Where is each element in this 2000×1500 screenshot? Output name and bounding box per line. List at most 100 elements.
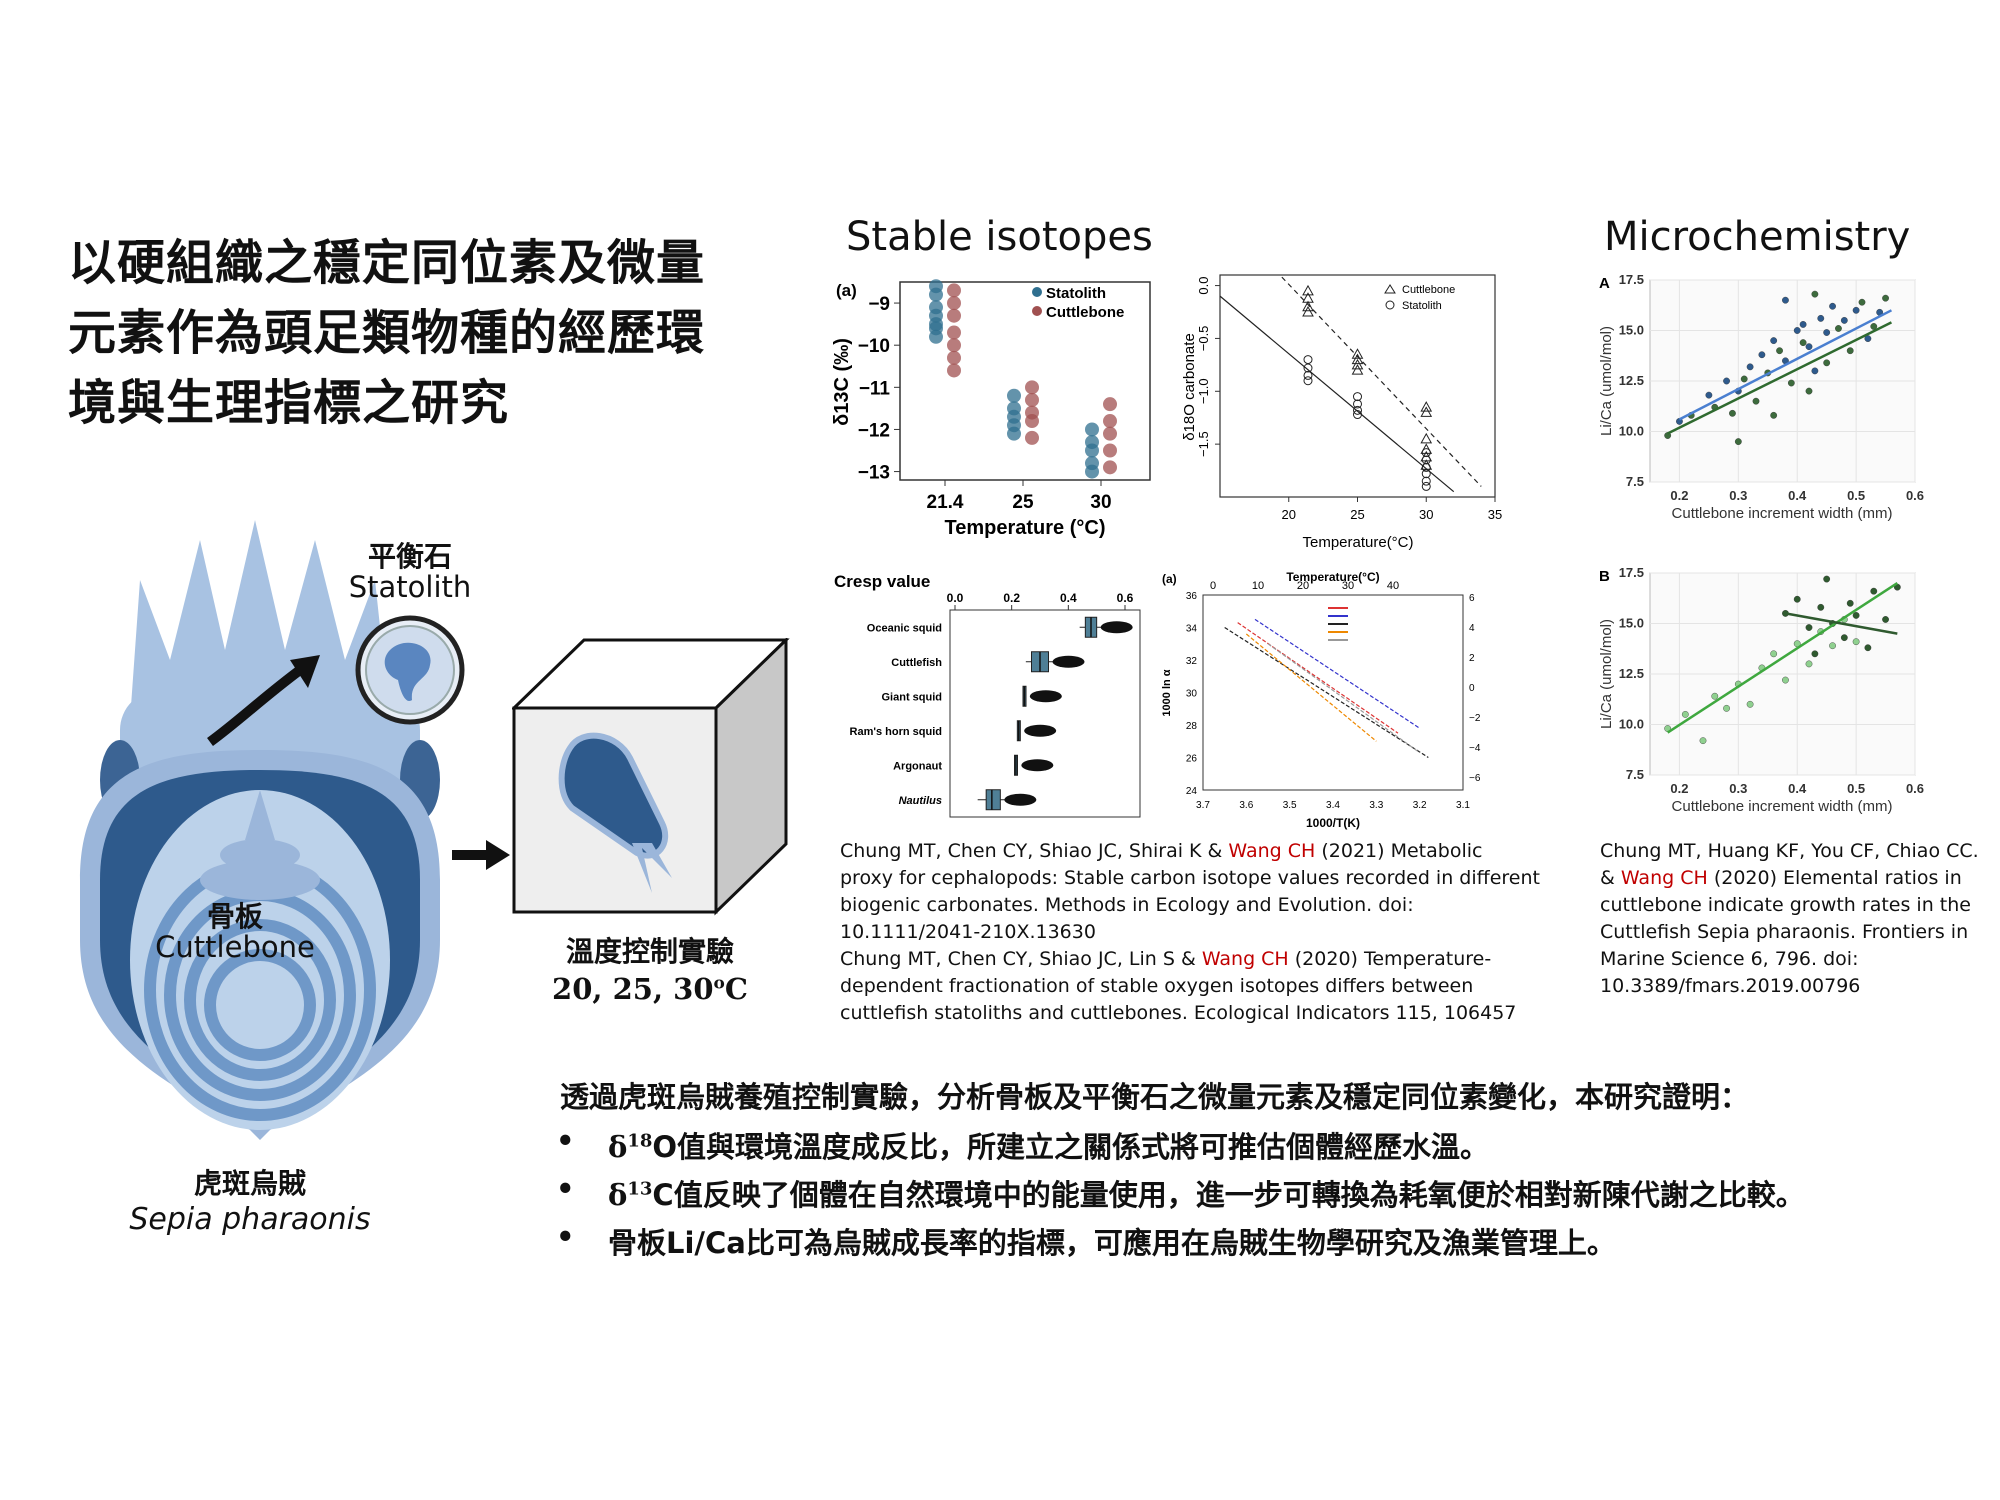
category-label: Giant squid: [882, 691, 943, 703]
x-tick-label: 0.0: [947, 591, 964, 605]
data-point: [1787, 379, 1795, 387]
x-tick-label: 0.6: [1906, 781, 1924, 796]
summary-bullet-1: •δ18O值與環境溫度成反比，所建立之關係式將可推估個體經歷水溫。: [556, 1124, 1490, 1164]
data-point: [1823, 359, 1831, 367]
right-tick-label: 2: [1469, 653, 1475, 664]
cuttlebone-label-en: Cuttlebone: [155, 930, 315, 964]
y-tick-label: 12.5: [1619, 666, 1644, 681]
data-point: [1351, 358, 1364, 370]
data-point: [1103, 443, 1117, 458]
x-axis-label: Temperature(°C): [1302, 534, 1413, 551]
y-tick-label: −12: [858, 420, 890, 441]
data-point: [1103, 414, 1117, 429]
legend-label: Statolith: [1046, 285, 1106, 302]
x-tick-label: 30: [1419, 507, 1433, 522]
data-point: [1817, 314, 1825, 322]
data-point: [1805, 387, 1813, 395]
top-tick-label: 20: [1297, 580, 1309, 592]
fit-line: [1667, 321, 1893, 435]
legend-label: Cuttlebone: [1402, 284, 1455, 296]
y-tick-label: 30: [1186, 689, 1198, 700]
data-point: [1811, 290, 1819, 298]
data-point: [1811, 650, 1819, 658]
data-point: [1085, 422, 1099, 437]
x-tick-label: 0.5: [1847, 781, 1865, 796]
data-point: [1734, 438, 1742, 446]
chart-title: Cresp value: [834, 572, 930, 591]
data-point: [1723, 377, 1730, 385]
plot-frame: [1202, 594, 1464, 791]
legend-marker: [1385, 300, 1395, 310]
data-point: [929, 287, 943, 302]
data-point: [1421, 481, 1431, 491]
x-axis-label: 1000/T(K): [1306, 816, 1360, 830]
category-label: Nautilus: [899, 795, 942, 807]
data-point: [1805, 660, 1813, 668]
y-axis-label: Li/Ca (umol/mol): [1598, 619, 1615, 729]
y-tick-label: 32: [1186, 656, 1198, 667]
y-tick-label: 10.0: [1619, 424, 1644, 439]
data-point: [1823, 329, 1831, 336]
data-point: [1776, 347, 1783, 355]
statolith-label-zh: 平衡石: [367, 540, 452, 573]
data-point: [1782, 676, 1789, 684]
x-tick-label: 25: [1350, 507, 1364, 522]
data-point: [1705, 391, 1713, 399]
cuttlefish-arms: [130, 520, 390, 720]
y-tick-label: −1.5: [1196, 431, 1211, 457]
category-label: Cuttlefish: [891, 657, 942, 669]
density-silhouette: [1052, 655, 1085, 668]
data-point: [1103, 397, 1117, 412]
y-axis-label: δ18O carbonate: [1181, 333, 1198, 441]
series-line: [1224, 626, 1429, 759]
data-point: [1420, 401, 1433, 412]
x-tick-label: 0.3: [1729, 781, 1747, 796]
fit-line: [1281, 276, 1482, 487]
right-tick-label: 6: [1469, 593, 1475, 604]
data-point: [1805, 343, 1813, 351]
statolith-arrow: [207, 666, 304, 747]
y-tick-label: 24: [1186, 786, 1198, 797]
data-point: [1882, 294, 1889, 302]
statolith-magnifier: [355, 615, 465, 725]
y-tick-label: 12.5: [1619, 373, 1644, 388]
data-point: [947, 338, 961, 353]
data-point: [947, 308, 961, 323]
data-point: [1303, 355, 1313, 365]
data-point: [1799, 339, 1807, 347]
data-point: [1421, 462, 1431, 472]
x-tick-label: 0.2: [1003, 591, 1020, 605]
data-point: [1103, 460, 1117, 475]
x-tick-label: 0.6: [1117, 591, 1134, 605]
cuttlefish-icon: [558, 732, 669, 859]
y-tick-label: 17.5: [1619, 565, 1644, 580]
data-point: [1793, 595, 1801, 603]
species-name-zh: 虎斑烏賊: [193, 1167, 306, 1200]
category-label: Oceanic squid: [867, 622, 942, 634]
y-tick-label: −1.0: [1196, 378, 1211, 404]
data-point: [1811, 367, 1819, 375]
x-tick-label: 3.7: [1196, 800, 1210, 811]
data-point: [1351, 348, 1364, 359]
data-point: [1858, 298, 1866, 306]
x-tick-label: 3.3: [1369, 800, 1383, 811]
temperature-tank-cube: [512, 638, 790, 916]
data-point: [1864, 644, 1872, 652]
x-axis-label: Cuttlebone increment width (mm): [1672, 798, 1893, 815]
data-point: [1302, 284, 1314, 296]
x-axis-label: Temperature (°C): [945, 517, 1106, 539]
data-point: [1823, 575, 1831, 583]
data-point: [1353, 399, 1362, 409]
data-point: [1303, 370, 1313, 380]
data-point: [1085, 464, 1099, 479]
page-title: 以硬組織之穩定同位素及微量 元素作為頭足類物種的經歷環 境與生理指標之研究: [68, 228, 748, 438]
x-tick-label: 3.6: [1239, 800, 1253, 811]
data-point: [947, 363, 961, 378]
data-point: [1025, 430, 1039, 445]
right-tick-label: 4: [1469, 623, 1475, 634]
x-tick-label: 0.4: [1060, 591, 1077, 605]
